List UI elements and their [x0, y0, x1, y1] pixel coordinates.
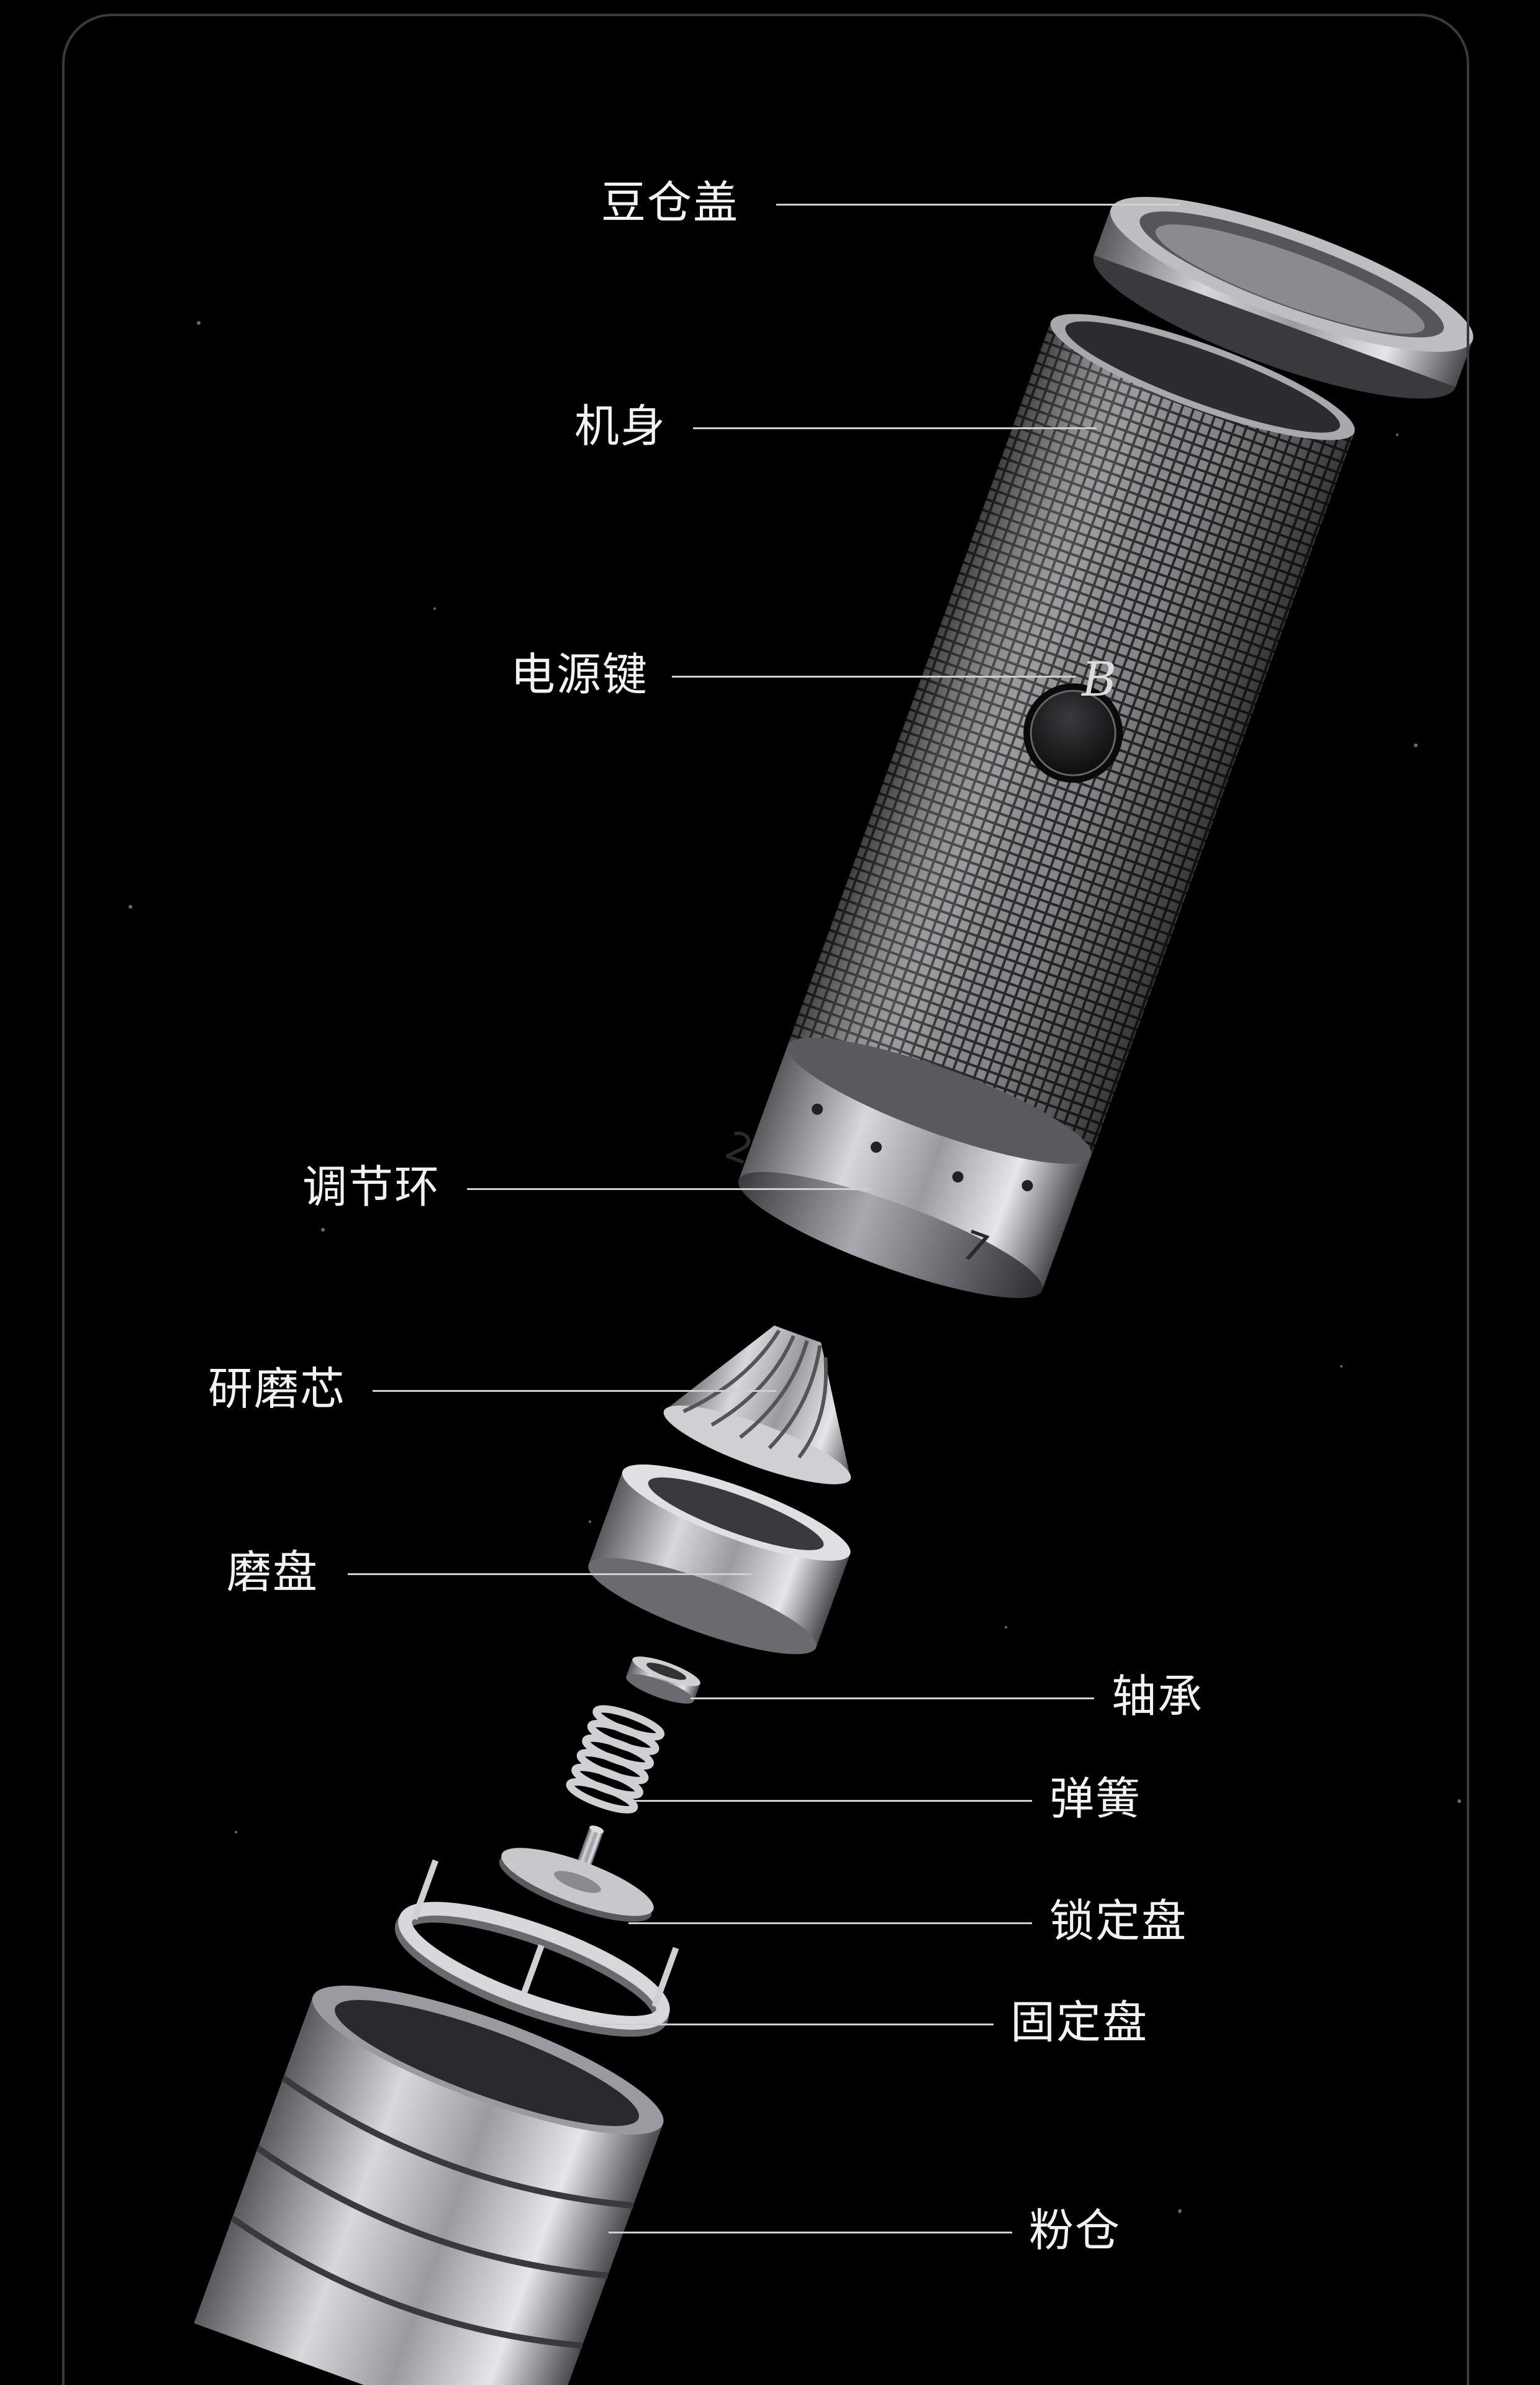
label-ring: 调节环 — [302, 1161, 441, 1213]
label-body: 机身 — [574, 400, 667, 452]
label-bearing: 轴承 — [1112, 1670, 1204, 1722]
lock-part — [499, 1825, 654, 1922]
leader-body — [693, 427, 1097, 429]
leader-spring — [628, 1800, 1032, 1802]
spring-part — [566, 1705, 665, 1814]
leader-lid — [776, 204, 1180, 206]
leader-ring — [467, 1188, 871, 1190]
disc-part — [588, 1464, 851, 1655]
body-part — [738, 314, 1355, 1298]
label-fixed: 固定盘 — [1010, 1996, 1149, 2048]
bearing-part — [626, 1656, 700, 1704]
leader-disc — [348, 1573, 751, 1575]
label-lock: 锁定盘 — [1049, 1895, 1188, 1947]
label-burr: 研磨芯 — [208, 1363, 346, 1415]
leader-power — [672, 676, 1076, 678]
logo-letter: B — [1080, 652, 1116, 707]
label-bin: 粉仓 — [1029, 2204, 1121, 2256]
leader-burr — [373, 1390, 776, 1392]
fixed-part — [394, 1859, 679, 2037]
label-lid: 豆仓盖 — [601, 176, 740, 229]
card-frame — [62, 14, 1469, 2385]
bin-part — [194, 1985, 664, 2385]
leader-bearing — [691, 1697, 1094, 1699]
leader-lock — [628, 1922, 1032, 1924]
label-spring: 弹簧 — [1049, 1773, 1142, 1825]
leader-fixed — [590, 2024, 994, 2025]
lid-part — [1093, 197, 1474, 399]
star-field — [129, 185, 1461, 2213]
label-power: 电源键 — [510, 648, 649, 701]
leader-bin — [609, 2232, 1012, 2233]
label-disc: 磨盘 — [227, 1546, 319, 1598]
burr-part — [663, 1325, 851, 1484]
